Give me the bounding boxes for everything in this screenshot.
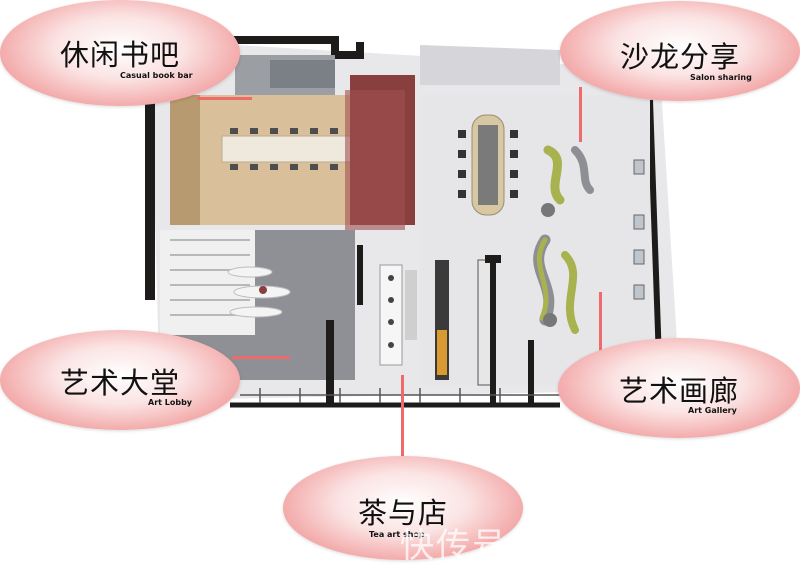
connector-salon (579, 87, 582, 142)
zone-name-zh: 艺术画廊 (618, 374, 739, 408)
zone-label-casual-book-bar: 休闲书吧 Casual book bar (0, 0, 240, 106)
watermark-text: 快传号 (400, 526, 508, 566)
zone-label-salon-sharing: 沙龙分享 Salon sharing (560, 1, 800, 101)
zone-name-zh: 艺术大堂 (59, 366, 180, 400)
zone-name-en: Tea art shop (369, 530, 425, 539)
zone-name-zh: 休闲书吧 (59, 38, 180, 72)
zone-name-en: Art Lobby (148, 398, 193, 407)
connector-lobby (232, 356, 290, 359)
connector-tea-shop (401, 375, 404, 457)
zone-label-tea-art-shop: 茶与店 Tea art shop (283, 456, 523, 560)
zone-name-zh: 沙龙分享 (619, 40, 740, 74)
connector-gallery (599, 292, 602, 352)
zone-name-en: Art Gallery (688, 406, 737, 415)
zone-name-zh: 茶与店 (357, 496, 448, 530)
zone-name-en: Casual book bar (120, 71, 193, 80)
connector-book-bar (197, 97, 252, 100)
zone-label-art-lobby: 艺术大堂 Art Lobby (0, 330, 240, 430)
zone-name-en: Salon sharing (690, 73, 752, 82)
zone-label-art-gallery: 艺术画廊 Art Gallery (558, 338, 800, 438)
